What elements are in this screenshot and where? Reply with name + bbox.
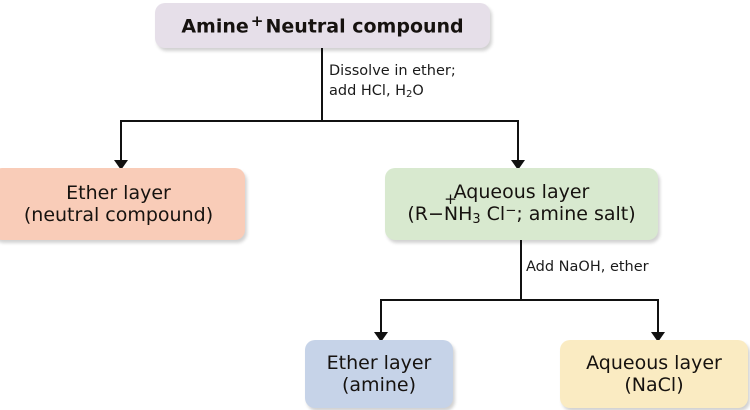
connector-start-stem <box>321 48 323 121</box>
arrowhead-icon-to-ether-neutral <box>114 160 128 170</box>
edge-label-add-naoh: Add NaOH, ether <box>526 258 649 278</box>
node-ether-layer-neutral-compound[interactable]: Ether layer (neutral compound) <box>0 168 245 240</box>
node-aqueous-salt-formula: (R−+NH3 Cl−; amine salt) <box>407 192 636 227</box>
plus-sign: + <box>250 12 264 31</box>
edge-label-dissolve-line2: add HCl, H2O <box>329 82 456 102</box>
arrowhead-icon-to-aqueous-salt <box>511 160 525 170</box>
formula-positive-charge: + <box>444 190 457 209</box>
formula-tail: ; amine salt) <box>516 203 636 226</box>
formula-ammonium-group: +NH3 <box>443 192 481 227</box>
connector-stage1-right-drop <box>517 120 519 166</box>
node-aqueous-layer-amine-salt[interactable]: Aqueous layer (R−+NH3 Cl−; amine salt) <box>385 168 658 240</box>
formula-open-paren-r: (R <box>407 203 428 226</box>
node-ether-layer-amine[interactable]: Ether layer (amine) <box>305 340 453 408</box>
connector-stage2-right-drop <box>657 299 659 339</box>
connector-stage2-bar <box>380 299 659 301</box>
node-ether-neutral-line1: Ether layer <box>66 181 171 204</box>
node-aqueous-nacl-line2: (NaCl) <box>624 374 684 396</box>
edge-label-dissolve-line2-pre: add HCl, H <box>329 82 407 99</box>
arrowhead-icon-to-ether-amine <box>374 332 388 342</box>
node-ether-amine-line2: (amine) <box>342 374 416 396</box>
node-amine-neutral-compound[interactable]: Amine+Neutral compound <box>155 3 490 48</box>
edge-label-dissolve: Dissolve in ether; add HCl, H2O <box>329 62 456 101</box>
node-aqueous-layer-nacl[interactable]: Aqueous layer (NaCl) <box>560 340 748 408</box>
formula-nh-subscript: 3 <box>472 212 481 227</box>
formula-nh: NH <box>443 203 473 226</box>
connector-stage1-bar <box>120 120 519 122</box>
connector-stage2-left-drop <box>380 299 382 339</box>
node-aqueous-salt-line1: Aqueous layer <box>453 180 590 203</box>
connector-aqueous-stem <box>520 240 522 301</box>
node-start-text-before: Amine <box>181 15 249 38</box>
subscript-two: 2 <box>406 88 413 100</box>
edge-label-naoh-line1: Add NaOH, ether <box>526 259 649 275</box>
formula-cl: Cl <box>486 203 506 226</box>
node-start-text: Amine+Neutral compound <box>181 12 464 38</box>
arrowhead-icon-to-aqueous-nacl <box>651 332 665 342</box>
connector-stage1-left-drop <box>120 120 122 166</box>
edge-label-dissolve-line1: Dissolve in ether; <box>329 63 456 79</box>
node-ether-neutral-line2: (neutral compound) <box>23 204 214 226</box>
formula-bond-dash: − <box>427 203 444 226</box>
node-aqueous-nacl-line1: Aqueous layer <box>586 351 722 374</box>
node-start-text-after: Neutral compound <box>265 15 464 38</box>
edge-label-dissolve-line2-post: O <box>412 82 424 99</box>
formula-negative-charge: − <box>505 203 517 219</box>
node-ether-amine-line1: Ether layer <box>326 351 432 374</box>
